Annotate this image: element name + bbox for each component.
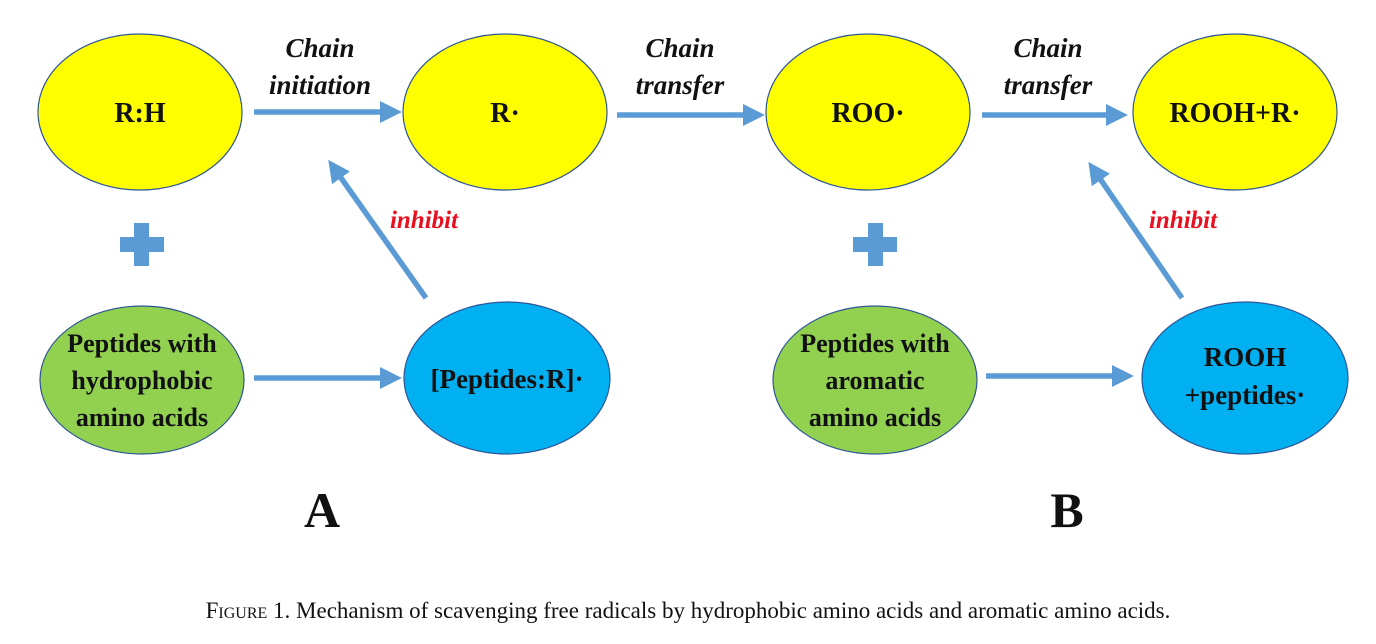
node-rooh-r <box>1132 33 1338 191</box>
panel-label-b: B <box>1050 482 1083 538</box>
node-peptides-hydrophobic-line1: Peptides with <box>67 329 217 358</box>
node-r-radical-label: R· <box>490 98 520 129</box>
plus-icon-a <box>120 223 164 266</box>
node-peptides-r-complex <box>403 301 611 455</box>
chain-transfer-2-label-line1: Chain <box>1013 33 1082 63</box>
node-peptides-aromatic <box>772 305 978 455</box>
node-peptides-hydrophobic-line3: amino acids <box>76 403 208 432</box>
chain-transfer-1-label-line2: transfer <box>636 70 725 100</box>
arrow-inhibit-b <box>1088 161 1185 300</box>
arrow-inhibit-a <box>328 159 429 300</box>
node-peptides-aromatic-line3: amino acids <box>809 403 941 432</box>
chain-initiation-label-line2: initiation <box>269 70 371 100</box>
chain-transfer-1-label-line1: Chain <box>645 33 714 63</box>
node-rooh-r-label: ROOH+R· <box>1169 98 1300 129</box>
node-r-radical <box>402 33 608 191</box>
node-rooh-peptides-line1: ROOH <box>1204 342 1287 372</box>
node-roo-radical <box>765 33 971 191</box>
chain-transfer-2-label-line2: transfer <box>1004 70 1093 100</box>
node-rooh-peptides-line2: +peptides· <box>1185 380 1305 410</box>
node-peptides-aromatic-line2: aromatic <box>825 366 924 395</box>
figure-caption-text: Mechanism of scavenging free radicals by… <box>296 598 1171 623</box>
node-peptides-hydrophobic <box>39 305 245 455</box>
node-rh-label: R:H <box>114 98 166 129</box>
chain-initiation-label-line1: Chain <box>285 33 354 63</box>
panel-label-a: A <box>304 482 340 538</box>
scavenging-mechanism-diagram: R:H R· ROO· ROOH+R· Peptides with hydrop… <box>37 33 1349 538</box>
figure-number: Figure 1. <box>205 598 291 623</box>
node-rooh-peptides <box>1141 301 1349 455</box>
node-peptides-aromatic-line1: Peptides with <box>800 329 950 358</box>
inhibit-label-b: inhibit <box>1149 207 1218 234</box>
plus-icon-b <box>853 223 897 266</box>
node-rh <box>37 33 243 191</box>
node-roo-radical-label: ROO· <box>831 98 904 129</box>
inhibit-label-a: inhibit <box>390 207 459 234</box>
node-peptides-hydrophobic-line2: hydrophobic <box>71 366 212 395</box>
node-peptides-r-complex-label: [Peptides:R]· <box>431 364 584 394</box>
figure-caption: Figure 1. Mechanism of scavenging free r… <box>0 598 1376 624</box>
